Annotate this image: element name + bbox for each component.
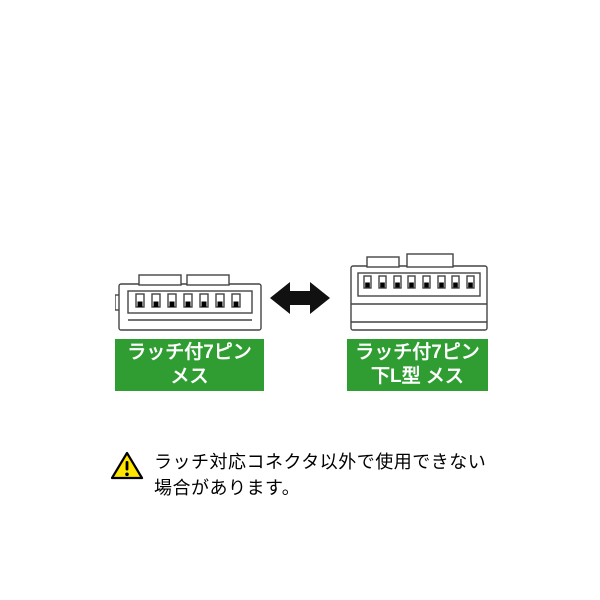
warning-text-line1: ラッチ対応コネクタ以外で使用できない: [154, 452, 487, 472]
double-arrow-icon: [270, 282, 330, 314]
left-connector-diagram: [115, 274, 262, 331]
warning-text-line2: 場合があります。: [154, 478, 301, 498]
connector-body: [350, 253, 488, 331]
warning-text: ラッチ対応コネクタ以外で使用できない 場合があります。: [154, 449, 486, 501]
warning-note: ラッチ対応コネクタ以外で使用できない 場合があります。: [110, 449, 530, 501]
right-connector-label: ラッチ付7ピン 下L型 メス: [347, 339, 488, 391]
right-connector-label-line2: 下L型 メス: [371, 366, 464, 387]
connector-pins: [363, 275, 475, 289]
right-connector-label-line1: ラッチ付7ピン: [355, 342, 480, 363]
left-connector-label-line1: ラッチ付7ピン: [127, 342, 252, 363]
connector-pins: [135, 293, 241, 308]
left-connector-label-line2: メス: [170, 366, 209, 387]
warning-triangle-icon: [110, 451, 144, 480]
right-connector-diagram: [350, 253, 488, 331]
left-connector-label: ラッチ付7ピン メス: [115, 339, 264, 391]
